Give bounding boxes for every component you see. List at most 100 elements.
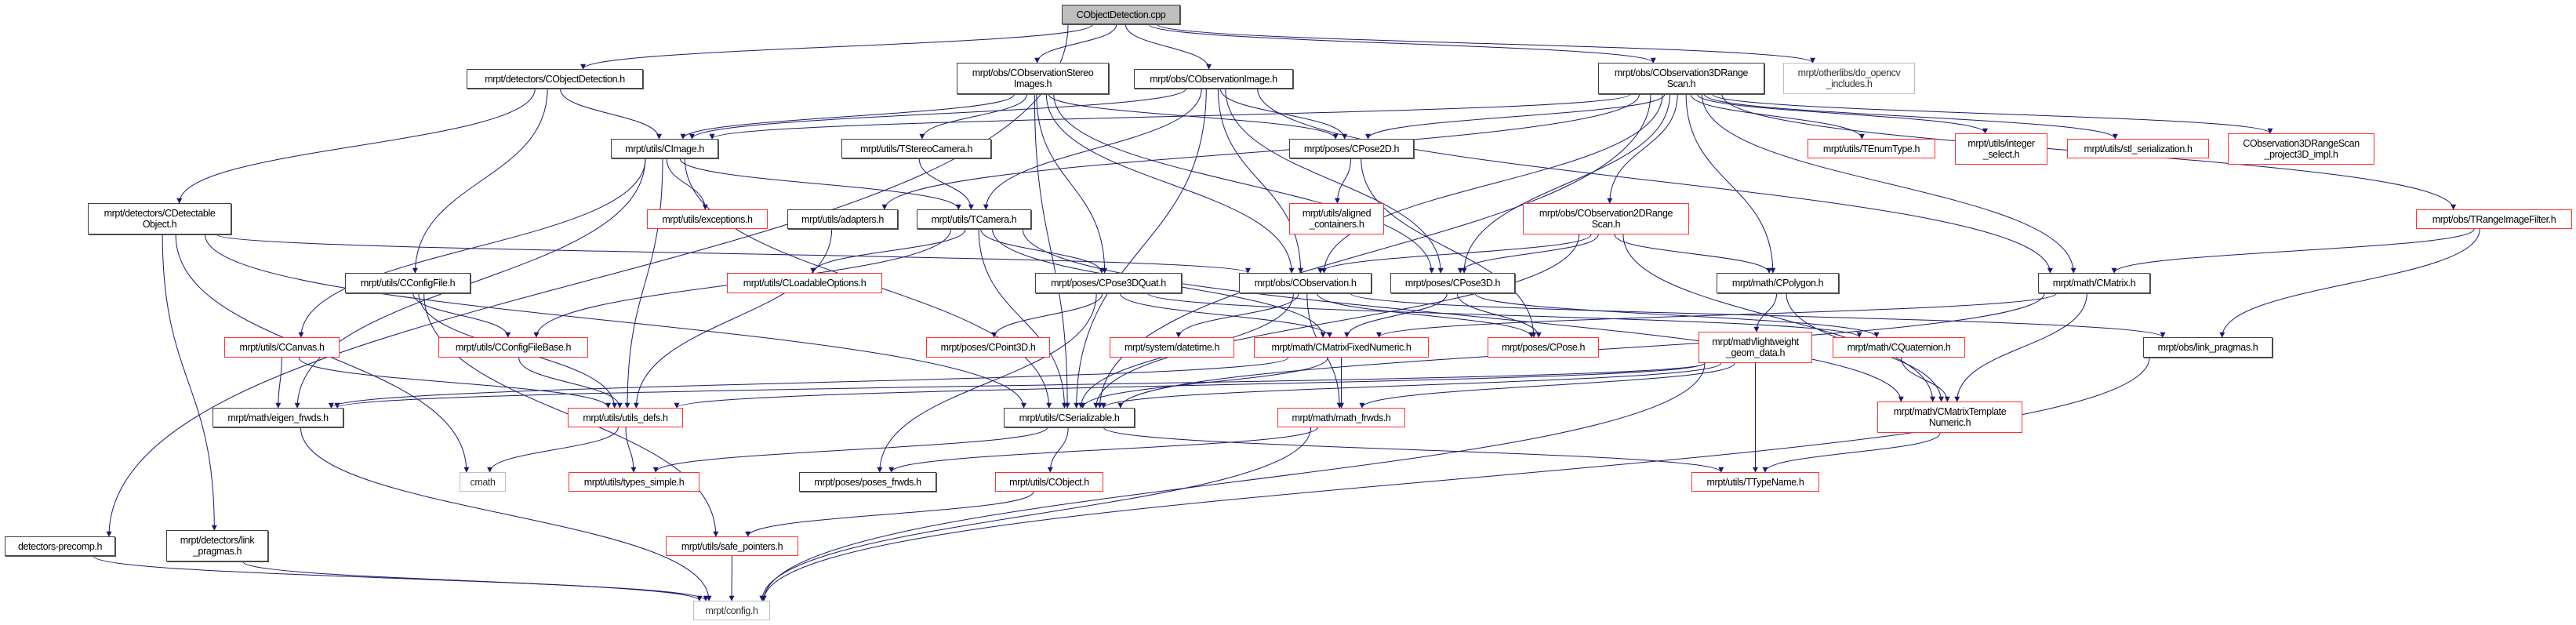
node-fixednum[interactable]: mrpt/math/CMatrixFixedNumeric.h [1254,337,1429,358]
node-cimage[interactable]: mrpt/utils/CImage.h [611,139,718,158]
node-cpose2d[interactable]: mrpt/poses/CPose2D.h [1289,139,1414,158]
node-tcamera[interactable]: mrpt/utils/TCamera.h [917,209,1031,229]
edge-obsimg-to-tcamera [983,88,1202,210]
edge-lwgeom-to-mathfrwds [1359,362,1735,409]
node-label: mrpt/poses/CPoint3D.h [940,342,1036,353]
node-detlink[interactable]: mrpt/detectors/link _pragmas.h [166,530,268,561]
edge-cmatrix-to-tmplnum [1954,293,2087,402]
edge-tcamera-to-tmplnum [1022,228,1904,402]
edge-range3d-to-cpose2d [1365,93,1666,140]
node-cmatrix[interactable]: mrpt/math/CMatrix.h [2038,273,2150,293]
node-posesfrwds[interactable]: mrpt/poses/poses_frwds.h [799,472,936,492]
edge-tcamera-to-loadable [810,228,966,274]
node-cmath[interactable]: cmath [460,472,506,492]
node-config[interactable]: mrpt/config.h [693,601,770,620]
node-label: mrpt/obs/TRangeImageFilter.h [2432,213,2556,225]
edge-pose3dquat-to-quat [1147,293,1862,338]
edge-cpp-to-range3d [1148,24,1656,64]
node-opencv[interactable]: mrpt/otherlibs/do_opencv _includes.h [1783,63,1915,94]
node-datetime[interactable]: mrpt/system/datetime.h [1110,337,1234,358]
edge-cconfig-to-cfgbase [412,293,511,338]
edge-stereo-to-pose3dquat [1036,93,1108,274]
node-intsel[interactable]: mrpt/utils/integer _select.h [1955,133,2047,165]
node-obslink[interactable]: mrpt/obs/link_pragmas.h [2143,337,2273,358]
node-label: mrpt/poses/CPose2D.h [1303,143,1400,154]
node-eigen[interactable]: mrpt/math/eigen_frwds.h [213,408,343,427]
node-ttypename[interactable]: mrpt/utils/TTypeName.h [1691,472,1819,492]
edge-pose3dquat-to-posesfrwds [877,293,1097,473]
edge-polygon-to-lwgeom [1753,293,1778,332]
node-label: mrpt/system/datetime.h [1124,342,1220,353]
edge-lwgeom-to-config [761,362,1706,601]
node-label: mrpt/utils/TCamera.h [931,213,1017,225]
node-label: mrpt/detectors/link _pragmas.h [180,535,255,557]
edge-detlink-to-config [242,561,709,601]
node-ccanvas[interactable]: mrpt/utils/CCanvas.h [224,337,340,358]
node-tenum[interactable]: mrpt/utils/TEnumType.h [1808,139,1935,158]
node-quat[interactable]: mrpt/math/CQuaternion.h [1833,337,1965,358]
node-label: mrpt/utils/types_simple.h [583,476,685,488]
node-cpose3d[interactable]: mrpt/poses/CPose3D.h [1390,273,1515,293]
edge-cpp-to-precomp [106,24,1069,537]
edge-cobs-to-cpose [1317,293,1535,338]
node-pose3dquat[interactable]: mrpt/poses/CPose3DQuat.h [1035,273,1182,293]
node-adapters[interactable]: mrpt/utils/adapters.h [787,209,898,229]
node-cobs[interactable]: mrpt/obs/CObservation.h [1239,273,1372,293]
node-label: mrpt/math/lightweight _geom_data.h [1712,336,1799,358]
edge-precomp-to-config [93,555,703,601]
node-lwgeom[interactable]: mrpt/math/lightweight _geom_data.h [1699,332,1812,363]
node-cpose[interactable]: mrpt/poses/CPose.h [1488,337,1599,358]
node-tstereo[interactable]: mrpt/utils/TStereoCamera.h [841,139,991,158]
node-serializable[interactable]: mrpt/utils/CSerializable.h [1004,408,1135,427]
edge-stereo-to-tstereo [919,93,1028,140]
node-detectable[interactable]: mrpt/detectors/CDetectable Object.h [88,203,231,234]
node-label: mrpt/utils/CImage.h [625,143,704,154]
edge-cpp-to-stereo [1034,24,1117,64]
edge-serializable-to-typessimple [652,427,1048,473]
node-exceptions[interactable]: mrpt/utils/exceptions.h [647,209,768,229]
node-objdet[interactable]: mrpt/detectors/CObjectDetection.h [467,69,643,89]
node-label: detectors-precomp.h [17,540,103,552]
node-label: mrpt/obs/CObservation3DRange Scan.h [1614,67,1749,89]
node-label: mrpt/obs/CObservation2DRange Scan.h [1539,208,1673,230]
node-stereo[interactable]: mrpt/obs/CObservationStereo Images.h [957,63,1109,94]
edge-serializable-to-cobject [1047,427,1069,473]
edge-stereo-to-cobs [1045,93,1295,274]
node-precomp[interactable]: detectors-precomp.h [5,536,115,556]
node-rangefilt[interactable]: mrpt/obs/TRangeImageFilter.h [2416,209,2572,229]
edge-fixednum-to-eigen [329,357,1289,409]
node-label: mrpt/utils/exceptions.h [662,213,753,225]
node-label: mrpt/utils/utils_defs.h [583,412,668,423]
edge-tcamera-to-pose3dquat [980,228,1105,274]
edge-cpose3d-to-quat [1474,293,1880,338]
edge-cobject-to-safeptr [745,491,1034,537]
node-cfgbase[interactable]: mrpt/utils/CConfigFileBase.h [438,337,588,358]
node-range2d[interactable]: mrpt/obs/CObservation2DRange Scan.h [1523,203,1689,234]
node-loadable[interactable]: mrpt/utils/CLoadableOptions.h [727,273,882,293]
node-cobject[interactable]: mrpt/utils/CObject.h [995,472,1103,492]
edge-obsimg-to-serializable [1074,88,1207,409]
node-tmplnum[interactable]: mrpt/math/CMatrixTemplate Numeric.h [1877,402,2022,433]
edge-detectable-to-serializable [205,234,1026,409]
node-stlser[interactable]: mrpt/utils/stl_serialization.h [2067,139,2209,158]
node-cpp[interactable]: CObjectDetection.cpp [1062,5,1180,24]
node-polygon[interactable]: mrpt/math/CPolygon.h [1717,273,1839,293]
node-utilsdefs[interactable]: mrpt/utils/utils_defs.h [568,408,683,427]
edge-cpose3d-to-cpose [1456,293,1542,338]
node-typessimple[interactable]: mrpt/utils/types_simple.h [569,472,699,492]
node-aligned[interactable]: mrpt/utils/aligned _containers.h [1289,203,1384,234]
edge-range2d-to-cpose3d [1457,234,1599,274]
node-cconfig[interactable]: mrpt/utils/CConfigFile.h [345,273,471,293]
edge-lwgeom-to-eigen [334,362,1706,409]
edge-cimage-to-ccanvas [298,158,646,338]
edge-cimage-to-eigen [294,158,646,409]
node-mathfrwds[interactable]: mrpt/math/math_frwds.h [1277,408,1405,427]
edge-range3d-to-polygon [1685,93,1776,274]
node-range3d[interactable]: mrpt/obs/CObservation3DRange Scan.h [1598,63,1764,94]
node-safeptr[interactable]: mrpt/utils/safe_pointers.h [666,536,798,556]
node-point3d[interactable]: mrpt/poses/CPoint3D.h [926,337,1050,358]
node-label: mrpt/utils/CObject.h [1009,476,1089,488]
node-obsimg[interactable]: mrpt/obs/CObservationImage.h [1134,69,1293,89]
edge-obsimg-to-cmatrix [1257,88,2053,274]
node-proj3d[interactable]: CObservation3DRangeScan _project3D_impl.… [2228,133,2374,165]
